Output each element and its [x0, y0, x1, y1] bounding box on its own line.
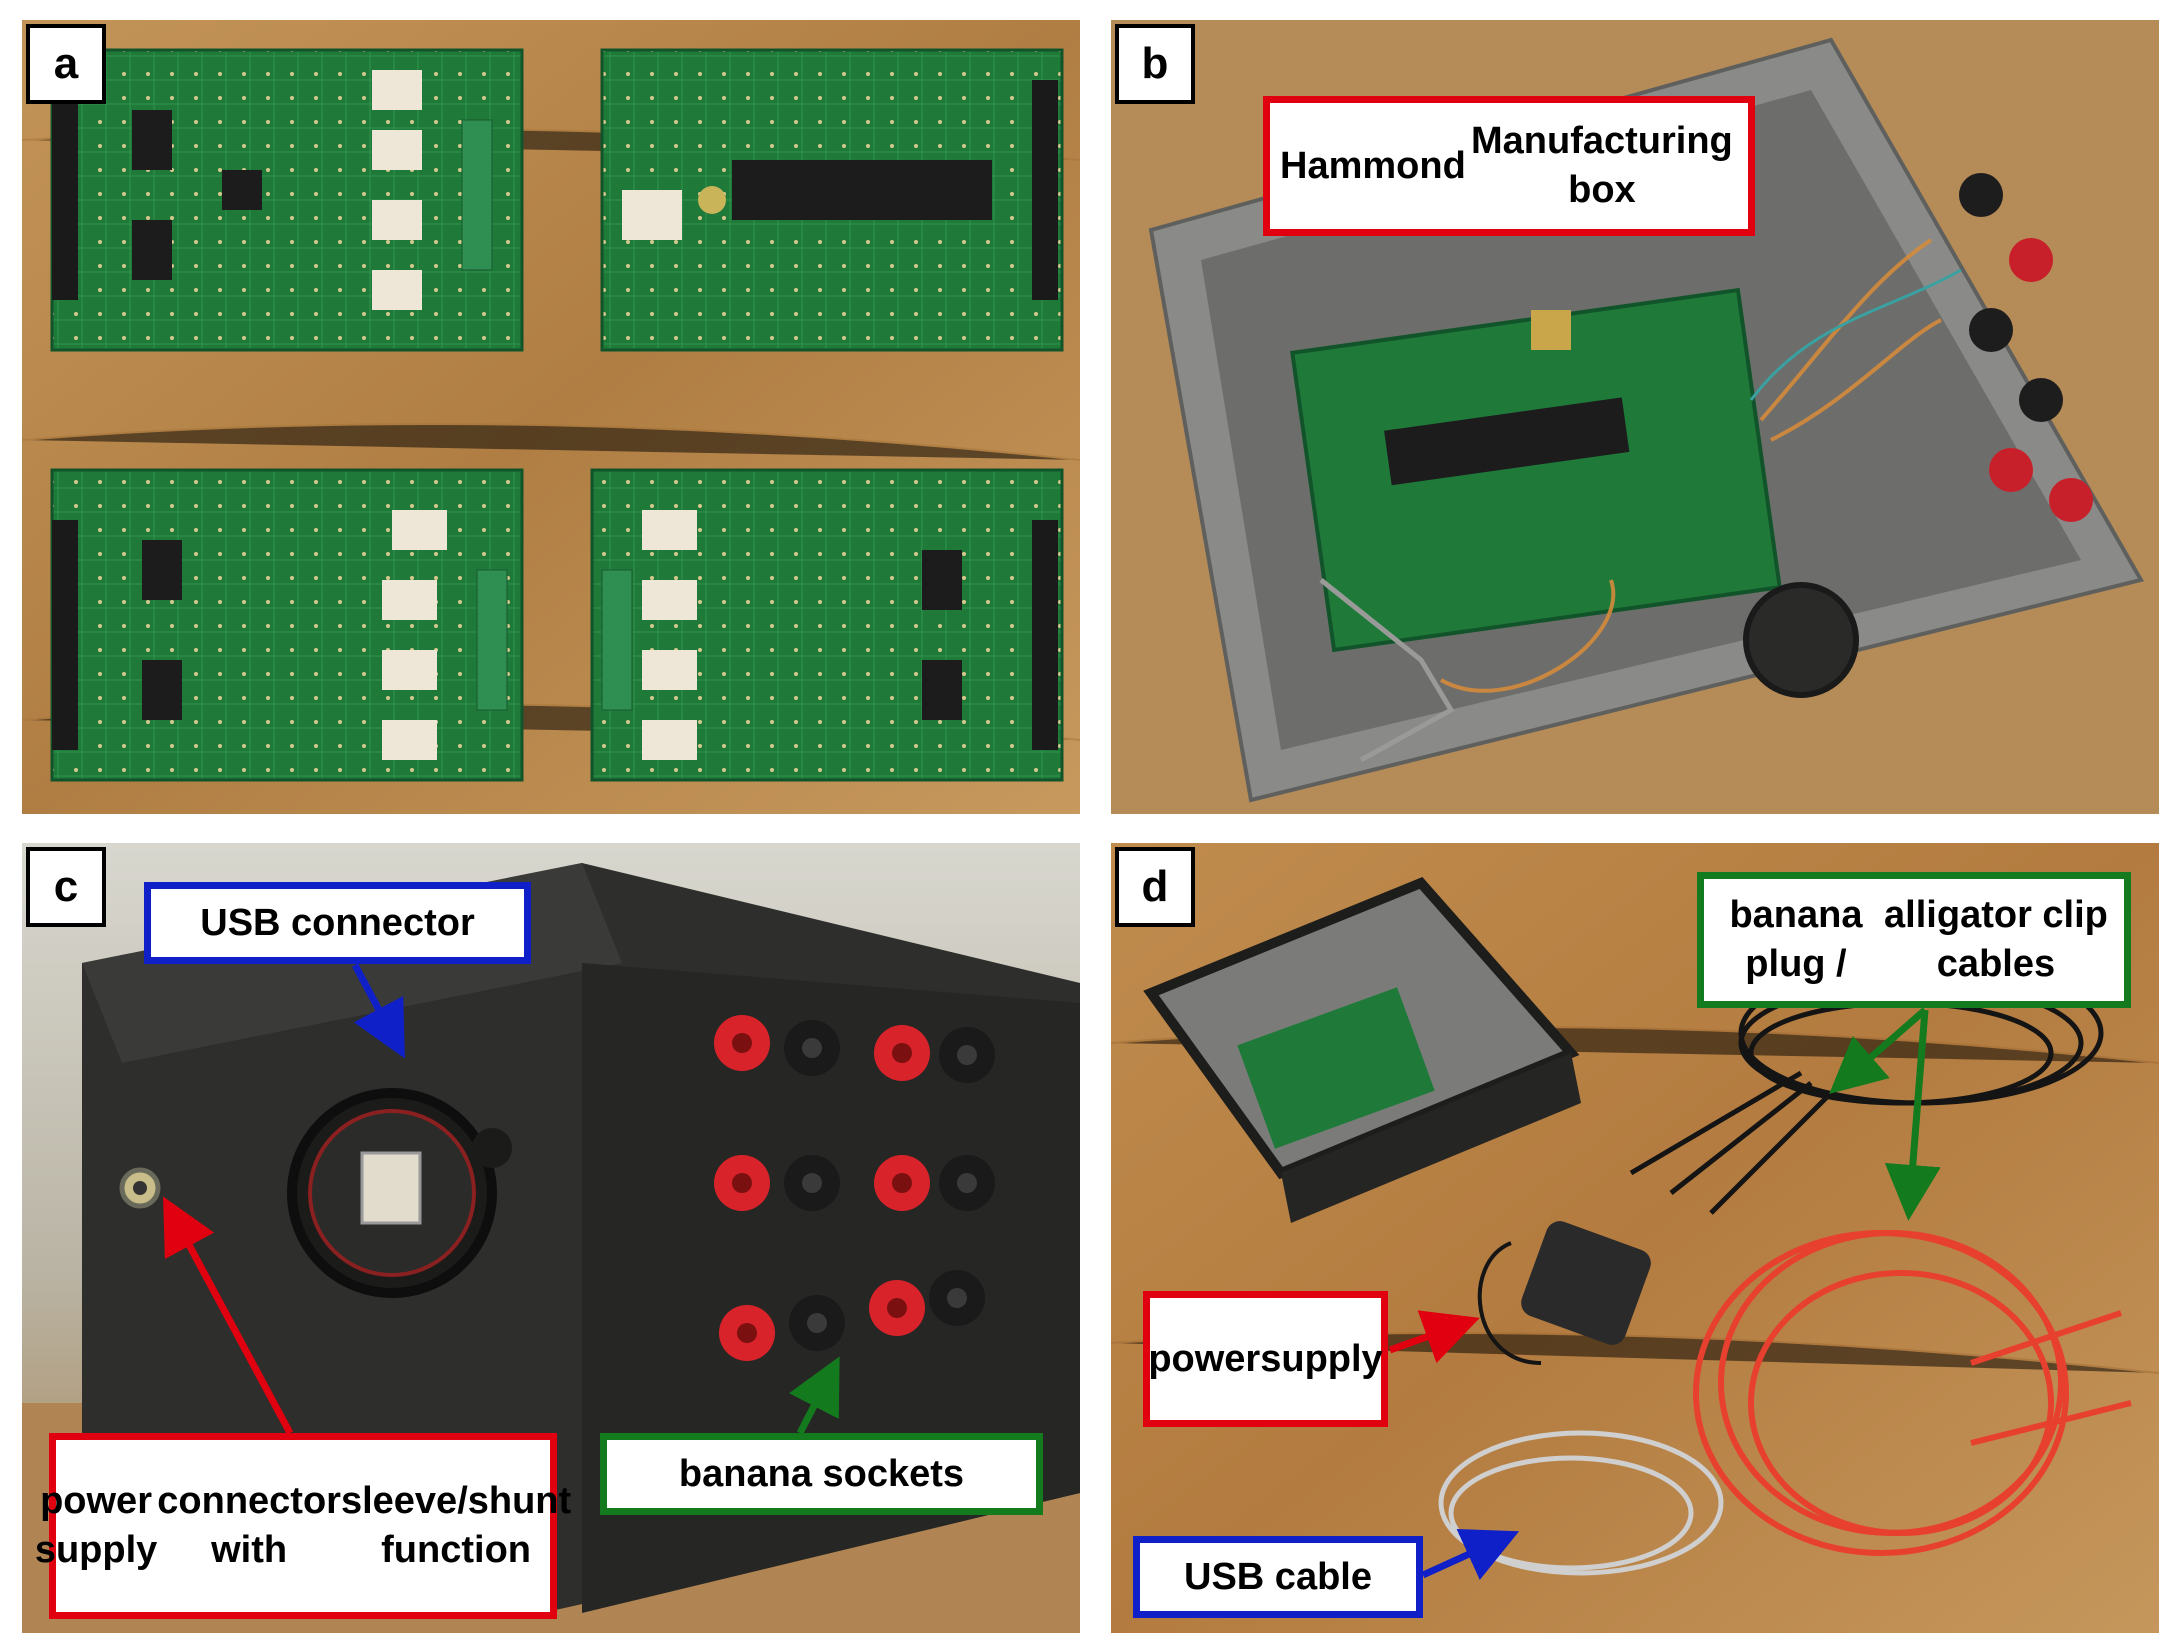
power-connector-label: power supply connector with sleeve/shunt… [35, 1433, 571, 1619]
callout-line: sleeve/shunt function [340, 1480, 572, 1571]
callout-line: USB connector [200, 901, 475, 944]
callout-line: power supply [34, 1480, 158, 1571]
banana-cables-label: banana plug / alligator clip cables [1697, 872, 2131, 1008]
red-cables [1693, 1230, 2132, 1556]
panel-letter-c: c [26, 847, 106, 927]
usb-cable-label: USB cable [1133, 1536, 1423, 1618]
usb-panel-connector [1743, 582, 1859, 698]
usb-cable [1438, 1430, 1724, 1576]
pcb-board [590, 468, 1064, 782]
banana-sockets-label: banana sockets [600, 1433, 1043, 1515]
banana-sockets [714, 1015, 995, 1361]
panel-letter-a: a [26, 24, 106, 104]
kit-contents-photo [1111, 843, 2159, 1633]
power-jack [119, 1167, 161, 1209]
panel-c-photo: c USB connector power supply connector w… [22, 843, 1080, 1633]
callout-line: power [1148, 1337, 1261, 1380]
callout-line: Hammond [1280, 144, 1466, 187]
panel-d-photo: d banana plug / alligator clip cables po… [1111, 843, 2159, 1633]
pcb-stack [1290, 287, 1782, 653]
usb-connector [287, 1088, 512, 1298]
hammond-box-label: Hammond Manufacturing box [1263, 96, 1755, 236]
pcb-board [600, 48, 1064, 352]
banana-sockets [1959, 173, 2093, 522]
callout-line: banana plug / [1729, 894, 1863, 985]
callout-line: banana sockets [678, 1452, 965, 1495]
callout-line: USB cable [1184, 1555, 1372, 1598]
enclosure-box [1143, 877, 1581, 1223]
power-supply-label: power supply [1143, 1291, 1388, 1427]
power-supply-unit [1477, 1221, 1651, 1365]
callout-line: supply [1260, 1337, 1383, 1380]
callout-line: connector with [157, 1480, 341, 1571]
pcb-boards-photo [22, 20, 1080, 814]
panel-letter-d: d [1115, 847, 1195, 927]
pcb-board [50, 48, 524, 352]
pcb-board [50, 468, 524, 782]
panel-a-photo: a [22, 20, 1080, 814]
callout-line: Manufacturing box [1471, 120, 1733, 211]
usb-connector-label: USB connector [144, 882, 531, 964]
panel-letter-b: b [1115, 24, 1195, 104]
callout-line: alligator clip cables [1884, 894, 2108, 985]
panel-b-photo: b Hammond Manufacturing box [1111, 20, 2159, 814]
